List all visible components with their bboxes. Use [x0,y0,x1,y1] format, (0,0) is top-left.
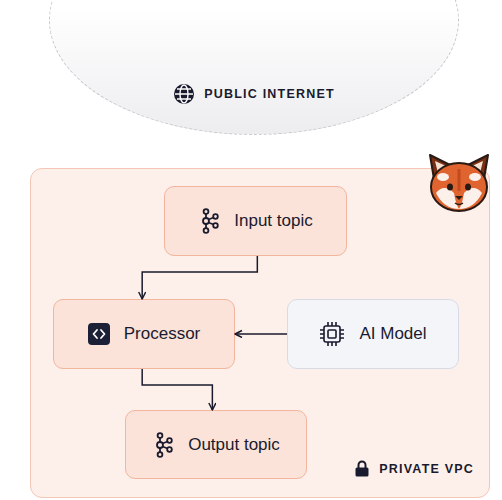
zone-label: PRIVATE VPC [355,460,474,477]
box-label: Processor [124,324,201,344]
flow-arrow [235,333,287,335]
topic-icon [152,432,174,458]
globe-icon [173,83,195,105]
topic-icon [198,208,220,234]
vpc-boundary: PRIVATE VPC Input topicProcessor AI ModelO… [30,168,490,498]
box-label: Output topic [188,435,280,455]
red-panda-mascot [424,149,494,219]
topic-box: Output topic [125,410,307,479]
zone-name: PUBLIC INTERNET [204,87,335,101]
code-icon [88,323,110,345]
box-label: Input topic [234,211,312,231]
flow-arrow [142,256,257,299]
flow-arrow [142,369,212,410]
topic-box: Input topic [164,186,347,256]
box-label: AI Model [359,324,426,344]
chip-icon [319,321,345,347]
lock-icon [355,460,369,477]
network-zone: PUBLIC INTERNET [49,0,459,135]
zone-name: PRIVATE VPC [379,462,474,476]
process-box: Processor [53,299,235,369]
model-box: AI Model [287,299,459,369]
zone-label: PUBLIC INTERNET [50,83,458,105]
